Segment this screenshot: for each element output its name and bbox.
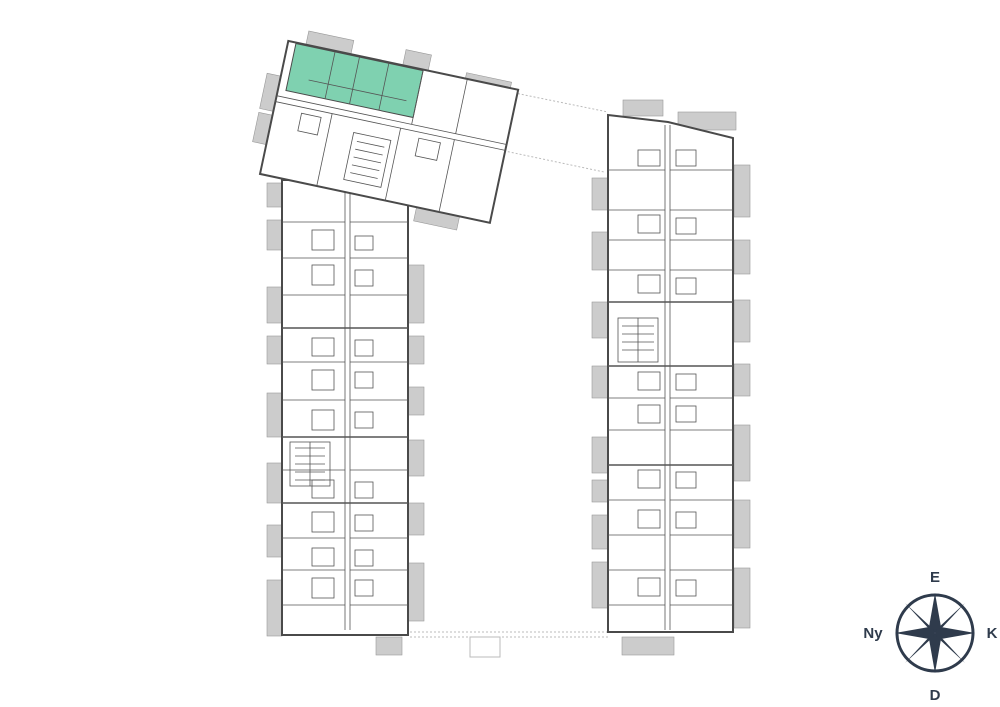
- west-wing: [266, 179, 425, 656]
- north-wing-partitions: [275, 51, 507, 213]
- north-wing: [252, 30, 520, 231]
- compass-rose: E D Ny K: [863, 569, 997, 704]
- compass-west-label: Ny: [863, 625, 883, 642]
- west-wing-balconies: [266, 182, 425, 656]
- courtyard-outline: [410, 91, 610, 658]
- east-wing: [591, 99, 751, 656]
- east-wing-outline: [607, 113, 734, 633]
- compass-east-label: K: [987, 625, 998, 642]
- east-wing-balconies: [591, 99, 751, 656]
- compass-north-label: E: [930, 569, 940, 586]
- compass-south-label: D: [930, 687, 941, 704]
- west-wing-partitions: [282, 185, 408, 630]
- east-wing-partitions: [608, 125, 733, 630]
